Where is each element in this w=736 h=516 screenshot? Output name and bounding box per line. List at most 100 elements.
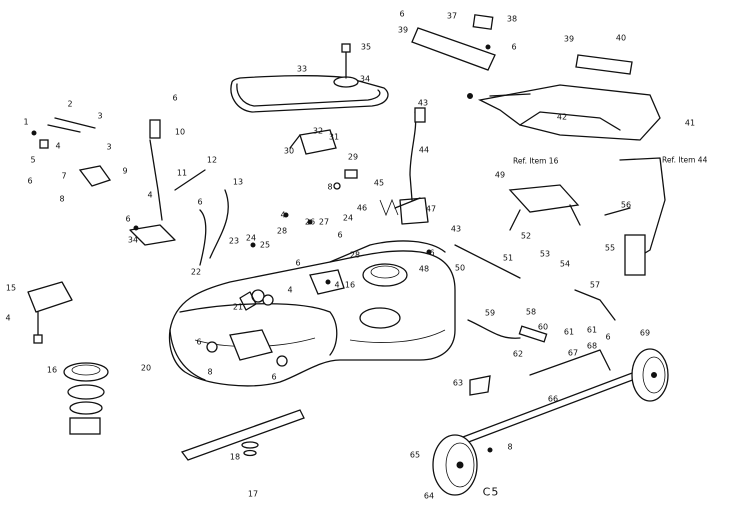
- callout-6: 6: [399, 9, 405, 19]
- callout-21: 21: [232, 302, 244, 312]
- callout-51: 51: [502, 253, 514, 263]
- callout-31: 31: [328, 132, 340, 142]
- callout-58: 58: [525, 307, 537, 317]
- callout-2: 2: [67, 99, 73, 109]
- callout-45: 45: [373, 178, 385, 188]
- reference-item-16: Ref. Item 16: [513, 156, 559, 166]
- right-linkage-parts: [454, 157, 666, 321]
- callout-56: 56: [620, 200, 632, 210]
- callout-6: 6: [337, 230, 343, 240]
- callout-6: 6: [172, 93, 178, 103]
- callout-5: 5: [30, 155, 36, 165]
- callout-7: 7: [61, 171, 67, 181]
- callout-4: 4: [55, 141, 61, 151]
- callout-6: 6: [125, 214, 131, 224]
- callout-24: 24: [342, 213, 354, 223]
- callout-61: 61: [563, 327, 575, 337]
- callout-22: 22: [190, 267, 202, 277]
- callout-4: 4: [287, 285, 293, 295]
- callout-8: 8: [207, 367, 213, 377]
- callout-6: 6: [429, 248, 435, 258]
- callout-13: 13: [232, 177, 244, 187]
- callout-57: 57: [589, 280, 601, 290]
- mower-blade: [180, 409, 305, 461]
- callout-4: 4: [280, 210, 286, 220]
- callout-67: 67: [567, 348, 579, 358]
- spindle-assembly: [27, 281, 109, 435]
- callout-38: 38: [506, 14, 518, 24]
- callout-50: 50: [454, 263, 466, 273]
- callout-47: 47: [425, 204, 437, 214]
- callout-69: 69: [639, 328, 651, 338]
- callout-35: 35: [360, 42, 372, 52]
- callout-4: 4: [147, 190, 153, 200]
- callout-42: 42: [556, 112, 568, 122]
- callout-39: 39: [563, 34, 575, 44]
- callout-6: 6: [196, 337, 202, 347]
- callout-9: 9: [122, 166, 128, 176]
- callout-37: 37: [446, 11, 458, 21]
- callout-6: 6: [295, 258, 301, 268]
- callout-18: 18: [229, 452, 241, 462]
- callout-10: 10: [174, 127, 186, 137]
- callout-29: 29: [347, 152, 359, 162]
- callout-55: 55: [604, 243, 616, 253]
- callout-6: 6: [197, 197, 203, 207]
- callout-39: 39: [397, 25, 409, 35]
- callout-62: 62: [512, 349, 524, 359]
- callout-8: 8: [59, 194, 65, 204]
- idler-pulley-assembly: [289, 129, 358, 190]
- callout-65: 65: [409, 450, 421, 460]
- callout-11: 11: [176, 168, 188, 178]
- callout-52: 52: [520, 231, 532, 241]
- callout-49: 49: [494, 170, 506, 180]
- callout-33: 33: [296, 64, 308, 74]
- mounting-bracket: [467, 84, 661, 141]
- callout-48: 48: [418, 264, 430, 274]
- small-hardware: [31, 44, 493, 453]
- callout-6: 6: [511, 42, 517, 52]
- callout-46: 46: [356, 203, 368, 213]
- callout-16: 16: [344, 280, 356, 290]
- callout-44: 44: [418, 145, 430, 155]
- callout-6: 6: [605, 332, 611, 342]
- callout-34: 34: [127, 235, 139, 245]
- callout-15: 15: [5, 283, 17, 293]
- callout-41: 41: [684, 118, 696, 128]
- callout-17: 17: [247, 489, 259, 499]
- callout-34: 34: [359, 74, 371, 84]
- rear-wheel: [432, 434, 478, 496]
- callout-61: 61: [586, 325, 598, 335]
- callout-40: 40: [615, 33, 627, 43]
- callout-4: 4: [334, 280, 340, 290]
- wheel-axle-assembly: [454, 319, 644, 447]
- cover-plates: [411, 14, 633, 75]
- callout-32: 32: [312, 126, 324, 136]
- callout-4: 4: [5, 313, 11, 323]
- callout-1: 1: [23, 117, 29, 127]
- callout-25: 25: [259, 240, 271, 250]
- callout-43: 43: [450, 224, 462, 234]
- callout-26: 26: [304, 217, 316, 227]
- callout-43: 43: [417, 98, 429, 108]
- callout-28: 28: [349, 250, 361, 260]
- callout-24: 24: [245, 233, 257, 243]
- callout-68: 68: [586, 341, 598, 351]
- callout-54: 54: [559, 259, 571, 269]
- diagram-code: C5: [482, 485, 500, 499]
- callout-8: 8: [327, 182, 333, 192]
- callout-27: 27: [318, 217, 330, 227]
- callout-23: 23: [228, 236, 240, 246]
- callout-12: 12: [206, 155, 218, 165]
- callout-30: 30: [283, 146, 295, 156]
- callout-20: 20: [140, 363, 152, 373]
- callout-6: 6: [27, 176, 33, 186]
- lift-rod-assembly: [379, 107, 429, 225]
- callout-3: 3: [97, 111, 103, 121]
- callout-8: 8: [507, 442, 513, 452]
- callout-3: 3: [106, 142, 112, 152]
- callout-66: 66: [547, 394, 559, 404]
- reference-item-44: Ref. Item 44: [662, 155, 708, 165]
